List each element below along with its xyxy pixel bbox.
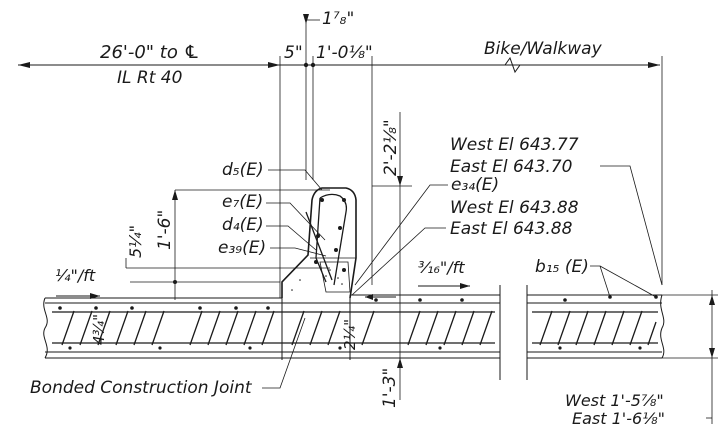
- slab-thickness-dimension: [662, 290, 718, 424]
- bar-d5-label: d₅(E): [222, 160, 264, 180]
- dimension-1-6: 1'-6": [155, 210, 175, 250]
- east-slab-thickness: East 1'-6⅛": [572, 409, 665, 424]
- left-vertical-dimensions: [125, 189, 330, 300]
- dimension-4-3-4: 4¾": [90, 314, 108, 345]
- west-elevation-lower: West El 643.88: [450, 198, 579, 218]
- slab-rebar-hatch: [58, 294, 658, 350]
- dimension-1-0-1-8: 1'-0⅛": [316, 43, 373, 63]
- bar-e7-label: e₇(E): [222, 192, 263, 212]
- east-elevation-upper: East El 643.70: [450, 157, 572, 177]
- dimension-2-2-1-8: 2'-2⅛": [381, 119, 401, 176]
- dimension-5-inch: 5": [284, 43, 303, 63]
- dimension-2-1-4: 2¼": [341, 319, 359, 350]
- slope-right-label: ³⁄₁₆"/ft: [418, 258, 465, 277]
- dimension-to-centerline: 26'-0" to ℄: [100, 42, 200, 63]
- west-slab-thickness: West 1'-5⅞": [565, 391, 664, 410]
- bonded-construction-joint-label: Bonded Construction Joint: [30, 378, 253, 398]
- bar-b15-label: b₁₅ (E): [535, 257, 589, 277]
- east-elevation-lower: East El 643.88: [450, 219, 573, 239]
- top-small-dimension: 1⁷₈": [322, 9, 354, 29]
- bike-walkway-label: Bike/Walkway: [484, 39, 603, 59]
- route-label: IL Rt 40: [117, 68, 182, 88]
- west-elevation-upper: West El 643.77: [450, 135, 579, 155]
- barrier-parapet: [281, 187, 357, 299]
- slope-left-label: ¼"/ft: [55, 266, 96, 285]
- dimension-5-1-4: 5¼": [126, 225, 145, 258]
- bar-e34-label: e₃₄(E): [451, 175, 499, 195]
- bar-d4-label: d₄(E): [222, 215, 264, 235]
- top-dimension-lines: [18, 14, 663, 298]
- bar-e39-label: e₃₉(E): [218, 238, 266, 258]
- dimension-1-3: 1'-3": [380, 368, 400, 408]
